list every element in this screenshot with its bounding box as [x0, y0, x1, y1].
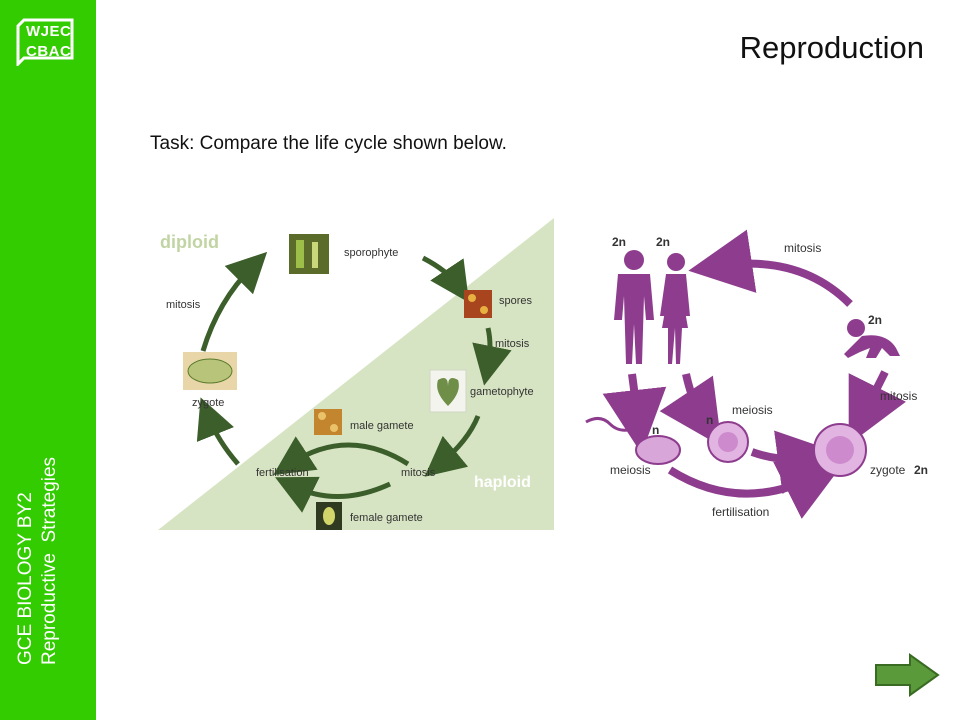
mitosis-left-label: mitosis — [166, 299, 201, 311]
course-name: GCE BIOLOGY BY2 — [15, 492, 36, 665]
sporophyte-label: sporophyte — [344, 247, 398, 259]
baby-ploidy: 2n — [868, 313, 882, 327]
male-ploidy: 2n — [612, 235, 626, 249]
meiosis-left-label: meiosis — [610, 463, 651, 477]
spores-label: spores — [499, 295, 533, 307]
arrow-sporophyte-spores — [421, 255, 470, 303]
topic-name: Reproductive Strategies — [39, 456, 60, 665]
sporophyte-image — [289, 234, 329, 274]
diploid-label: diploid — [160, 232, 219, 252]
male-figure — [614, 250, 654, 364]
page-title: Reproduction — [739, 30, 924, 65]
haploid-label: haploid — [474, 474, 531, 491]
sidebar-course-title: GCE BIOLOGY BY2 Reproductive Strategies — [14, 365, 62, 665]
next-slide-button[interactable] — [872, 652, 942, 698]
zygote-ploidy: 2n — [914, 463, 928, 477]
logo-line2: CBAC — [26, 43, 72, 60]
arrow-zygote-sporophyte — [200, 251, 268, 352]
plant-life-cycle-diagram: diploid haploid sporophyte spores mitosi… — [158, 218, 554, 530]
male-gamete-image — [314, 409, 342, 435]
arrow-meiosis-mid — [659, 373, 722, 447]
wjec-cbac-logo — [16, 18, 74, 66]
sperm — [585, 417, 651, 432]
arrow-gametophyte-mitosis — [424, 415, 481, 477]
fertilisation-label: fertilisation — [712, 505, 769, 519]
arrow-egg-zygote — [750, 430, 842, 494]
task-text: Task: Compare the life cycle shown below… — [150, 133, 507, 154]
arrow-fertilisation-zygote — [196, 397, 240, 466]
mitosis-bottom-label: mitosis — [401, 467, 436, 479]
zygote-label: zygote — [192, 397, 224, 409]
arrow-mitosis-fertilisation-bottom — [275, 476, 392, 513]
sperm-ploidy: n — [652, 423, 659, 437]
female-gamete-label: female gamete — [350, 512, 423, 524]
haploid-cell-left — [635, 435, 681, 465]
male-gamete-label: male gamete — [350, 420, 414, 432]
arrow-mitosis-fertilisation-top — [273, 436, 410, 475]
logo-line1: WJEC — [26, 23, 72, 40]
arrow-mitosis-right — [848, 370, 906, 445]
female-ploidy: 2n — [656, 235, 670, 249]
human-life-cycle-diagram: 2n 2n mitosis 2n mitosis n n meiosis mei… — [585, 229, 928, 519]
arrow-fertilisation — [667, 461, 845, 519]
arrow-spores-gametophyte — [472, 327, 512, 386]
right-arrow-icon — [875, 653, 940, 697]
female-figure — [660, 253, 690, 364]
fertilisation-label: fertilisation — [256, 467, 309, 479]
mitosis-top-label: mitosis — [784, 241, 821, 255]
meiosis-mid-label: meiosis — [732, 403, 773, 417]
gametophyte-label: gametophyte — [470, 386, 534, 398]
spores-image — [464, 290, 492, 318]
mitosis-right-label: mitosis — [495, 338, 530, 350]
sidebar: WJEC CBAC GCE BIOLOGY BY2 Reproductive S… — [0, 0, 96, 720]
arrow-mitosis-top — [688, 229, 853, 307]
arrow-meiosis-left — [602, 373, 667, 454]
baby-figure — [844, 319, 900, 358]
zygote-label: zygote — [870, 463, 906, 477]
egg-ploidy: n — [706, 413, 713, 427]
mitosis-right-label: mitosis — [880, 389, 917, 403]
